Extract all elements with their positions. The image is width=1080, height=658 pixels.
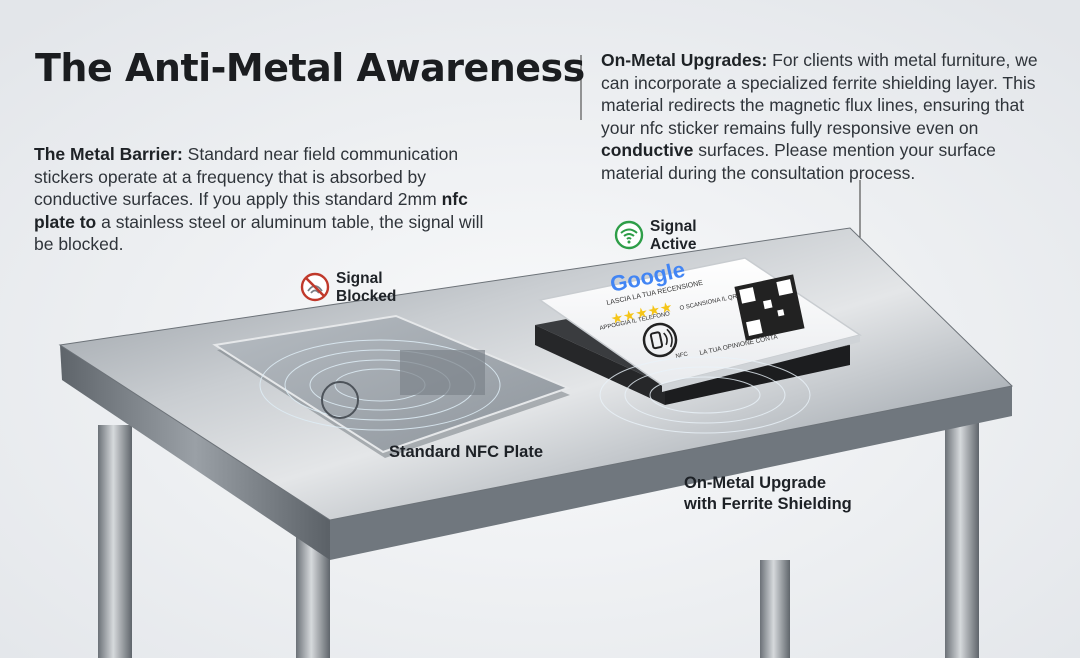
signal-active-label-2: Active: [650, 236, 697, 253]
on-metal-upgrades-bold: conductive: [601, 140, 694, 160]
qr-code-icon: [734, 274, 805, 341]
page-title: The Anti-Metal Awareness: [35, 46, 585, 90]
signal-blocked-label-1: Signal: [336, 270, 383, 287]
metal-barrier-bold: nfc plate to: [34, 189, 468, 232]
table-leg: [945, 405, 979, 658]
table-leg: [98, 425, 132, 658]
signal-active-callout: Signal Active: [614, 218, 697, 254]
standard-nfc-plate-label: Standard NFC Plate: [389, 443, 544, 461]
on-metal-upgrade-label: On-Metal Upgrade with Ferrite Shielding: [684, 473, 852, 515]
nfc-phone-icon: [642, 322, 678, 358]
table-right-edge: [330, 386, 1012, 560]
on-metal-upgrade-label-2: with Ferrite Shielding: [684, 495, 852, 513]
on-metal-upgrade-label-1: On-Metal Upgrade: [684, 474, 827, 492]
on-metal-upgrades-heading: On-Metal Upgrades:: [601, 50, 768, 70]
table-leg: [760, 560, 790, 658]
on-metal-upgrades-paragraph: On-Metal Upgrades: For clients with meta…: [601, 49, 1061, 184]
plate-nfc-small: NFC: [675, 351, 689, 360]
table-front-edge: [60, 345, 330, 560]
on-metal-upgrades-text-2: surfaces. Please mention your surface ma…: [601, 140, 996, 183]
on-metal-upgrade-plate: Google LASCIA LA TUA RECENSIONE ★★★★★ AP…: [535, 257, 862, 434]
metal-barrier-paragraph: The Metal Barrier: Standard near field c…: [34, 143, 504, 256]
signal-blocked-callout: Signal Blocked: [300, 270, 396, 306]
signal-active-label-1: Signal: [650, 218, 697, 235]
on-metal-upgrades-text-1: For clients with metal furniture, we can…: [601, 50, 1038, 138]
wifi-icon: [614, 220, 644, 250]
signal-blocked-label-2: Blocked: [336, 288, 397, 305]
no-signal-icon: [300, 272, 330, 302]
standard-nfc-plate: [212, 314, 571, 458]
metal-barrier-text-1: Standard near field communication sticke…: [34, 144, 459, 209]
metal-barrier-heading: The Metal Barrier:: [34, 144, 183, 164]
metal-barrier-text-2: a stainless steel or aluminum table, the…: [34, 211, 484, 255]
